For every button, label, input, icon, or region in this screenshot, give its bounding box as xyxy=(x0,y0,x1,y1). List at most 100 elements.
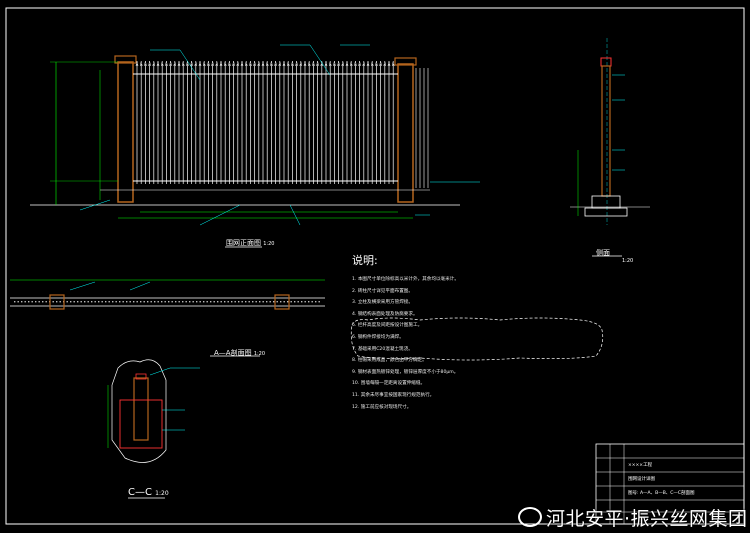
picket-tip xyxy=(257,60,261,67)
picket-tip xyxy=(219,60,223,67)
picket-tip xyxy=(261,60,265,67)
plan-picket xyxy=(70,301,72,303)
plan-picket xyxy=(126,301,128,303)
plan-picket xyxy=(252,301,254,303)
picket-tip xyxy=(202,60,206,67)
front-view-title-text: 围网正面图 xyxy=(226,239,261,247)
picket-tip xyxy=(169,60,172,67)
plan-picket xyxy=(231,301,233,303)
right-pillar xyxy=(397,63,414,203)
picket-tip xyxy=(362,60,366,67)
side-view-title-text: 侧面 xyxy=(596,249,610,257)
plan-picket xyxy=(283,301,285,303)
picket-tip xyxy=(207,60,210,67)
plan-picket xyxy=(133,301,135,303)
plan-picket xyxy=(224,301,226,303)
plan-picket xyxy=(108,301,110,303)
plan-pillar-left xyxy=(49,294,65,310)
leader-line-5 xyxy=(79,199,111,211)
picket-tip xyxy=(215,60,219,67)
picket-tip xyxy=(236,60,240,67)
plan-picket xyxy=(136,301,138,303)
picket-tip xyxy=(173,60,177,67)
picket-tip xyxy=(345,60,349,67)
plan-picket xyxy=(42,301,44,303)
picket-tip xyxy=(316,60,319,67)
plan-picket xyxy=(122,301,124,303)
picket-tip xyxy=(223,60,227,67)
plan-picket xyxy=(213,301,215,303)
picket-tip xyxy=(278,60,282,67)
picket-tip xyxy=(391,60,395,67)
side-footing xyxy=(591,195,621,209)
picket-tip xyxy=(295,60,298,67)
stub-pickets xyxy=(415,68,429,188)
plan-picket xyxy=(45,301,47,303)
plan-picket xyxy=(143,301,145,303)
plan-picket xyxy=(59,301,61,303)
drawing-frame xyxy=(5,7,745,525)
plan-picket xyxy=(80,301,82,303)
picket-tip xyxy=(160,60,164,67)
plan-picket xyxy=(189,301,191,303)
picket-tip xyxy=(139,60,143,67)
picket-tip xyxy=(190,60,193,67)
picket-tip xyxy=(358,60,361,67)
picket-tip xyxy=(379,60,382,67)
plan-picket xyxy=(161,301,163,303)
title-block-frame xyxy=(595,443,745,525)
plan-picket xyxy=(297,301,299,303)
plan-picket xyxy=(276,301,278,303)
picket-tip xyxy=(286,60,290,67)
picket-tip xyxy=(312,60,315,67)
front-elevation-view xyxy=(30,44,480,248)
picket-tip xyxy=(148,60,151,67)
plan-picket xyxy=(280,301,282,303)
plan-picket xyxy=(234,301,236,303)
left-pillar xyxy=(117,61,134,203)
plan-picket xyxy=(318,301,320,303)
plan-picket xyxy=(203,301,205,303)
section-cc-view xyxy=(107,359,200,499)
notes-title: 说明: xyxy=(352,254,378,267)
plan-picket xyxy=(101,301,103,303)
plan-picket xyxy=(31,301,33,303)
picket-tip xyxy=(265,60,269,67)
plan-picket xyxy=(28,301,30,303)
picket-tip xyxy=(387,60,391,67)
plan-view-title-text: A—A剖面图 xyxy=(214,349,252,357)
picket-tip xyxy=(370,60,374,67)
plan-picket xyxy=(315,301,317,303)
plan-picket xyxy=(178,301,180,303)
plan-picket xyxy=(14,301,16,303)
side-view-title: 侧面 xyxy=(596,248,610,258)
plan-picket xyxy=(129,301,131,303)
picket-tip xyxy=(354,60,357,67)
side-base xyxy=(584,207,628,217)
plan-picket xyxy=(147,301,149,303)
plan-picket xyxy=(150,301,152,303)
note-item: 4. 钢结构表面处理及防腐要求。 xyxy=(352,311,418,317)
plan-picket xyxy=(164,301,166,303)
plan-picket xyxy=(290,301,292,303)
section-cap xyxy=(135,373,147,380)
title-block-row-1: ××××工程 xyxy=(628,463,653,468)
picket-tip xyxy=(232,60,235,67)
plan-view-scale: 1:20 xyxy=(253,351,266,357)
picket-tip xyxy=(228,60,231,67)
title-block-row-3: 图号: A—A、B—B、C—C剖面图 xyxy=(628,491,695,496)
leader-line-6 xyxy=(199,204,241,226)
plan-picket xyxy=(210,301,212,303)
plan-picket xyxy=(185,301,187,303)
picket-tip xyxy=(156,60,160,67)
plan-view-title: A—A剖面图 1:20 xyxy=(214,348,265,358)
picket-tip xyxy=(152,60,156,67)
picket-tip xyxy=(253,60,256,67)
plan-picket xyxy=(21,301,23,303)
picket-tip xyxy=(194,60,198,67)
section-title-text: C—C xyxy=(128,487,152,498)
section-scale: 1:20 xyxy=(155,490,169,497)
plan-picket xyxy=(217,301,219,303)
picket-tip xyxy=(328,60,332,67)
picket-tip xyxy=(324,60,328,67)
